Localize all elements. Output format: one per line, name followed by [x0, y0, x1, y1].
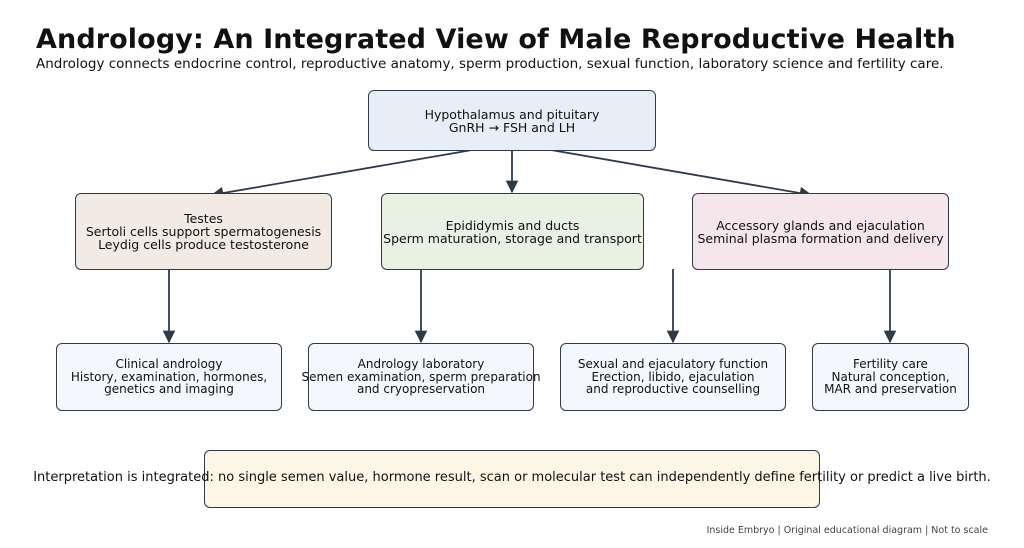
- interpretation-note-text: Interpretation is integrated: no single …: [33, 470, 991, 485]
- box-line: Sexual and ejaculatory function: [577, 357, 769, 372]
- box-line: MAR and preservation: [824, 382, 957, 397]
- box-line: Natural conception,: [831, 369, 950, 384]
- box-line: Seminal plasma formation and delivery: [697, 230, 944, 246]
- box-line: Erection, libido, ejaculation: [591, 369, 755, 384]
- footer-credit: Inside Embryo | Original educational dia…: [706, 525, 988, 536]
- box-clinical-andrology: Clinical andrology History, examination,…: [56, 343, 282, 411]
- box-line: Sertoli cells support spermatogenesis: [85, 224, 322, 239]
- box-line: and cryopreservation: [356, 382, 486, 397]
- arrow-top-to-testes: [210, 149, 473, 200]
- box-line: Andrology laboratory: [357, 357, 485, 372]
- box-accessory-glands: Accessory glands and ejaculation Seminal…: [692, 193, 949, 270]
- box-line: Hypothalamus and pituitary: [424, 106, 600, 122]
- box-line: Clinical andrology: [115, 357, 223, 372]
- box-line: History, examination, hormones,: [70, 369, 268, 384]
- box-line: GnRH → FSH and LH: [448, 119, 576, 135]
- box-fertility-care: Fertility care Natural conception, MAR a…: [812, 343, 969, 411]
- arrow-top-to-glands: [550, 149, 813, 200]
- box-line: Fertility care: [853, 357, 928, 372]
- box-line: Sperm maturation, storage and transport: [383, 230, 642, 246]
- box-line: genetics and imaging: [104, 382, 234, 397]
- box-epididymis-ducts: Epididymis and ducts Sperm maturation, s…: [381, 193, 644, 270]
- diagram-title: Andrology: An Integrated View of Male Re…: [36, 24, 956, 55]
- box-line: Testes: [184, 211, 223, 226]
- box-hypothalamus-pituitary: Hypothalamus and pituitary GnRH → FSH an…: [368, 90, 656, 151]
- box-line: Leydig cells produce testosterone: [98, 237, 309, 252]
- box-line: Epididymis and ducts: [445, 217, 580, 233]
- box-line: Accessory glands and ejaculation: [716, 217, 925, 233]
- diagram-subtitle: Andrology connects endocrine control, re…: [36, 56, 944, 72]
- box-line: Semen examination, sperm preparation: [301, 369, 541, 384]
- box-line: and reproductive counselling: [585, 382, 761, 397]
- box-andrology-laboratory: Andrology laboratory Semen examination, …: [301, 343, 541, 411]
- interpretation-note-box: [204, 450, 820, 508]
- box-testes: Testes Sertoli cells support spermatogen…: [75, 193, 332, 270]
- box-sexual-ejaculatory-function: Sexual and ejaculatory function Erection…: [560, 343, 786, 411]
